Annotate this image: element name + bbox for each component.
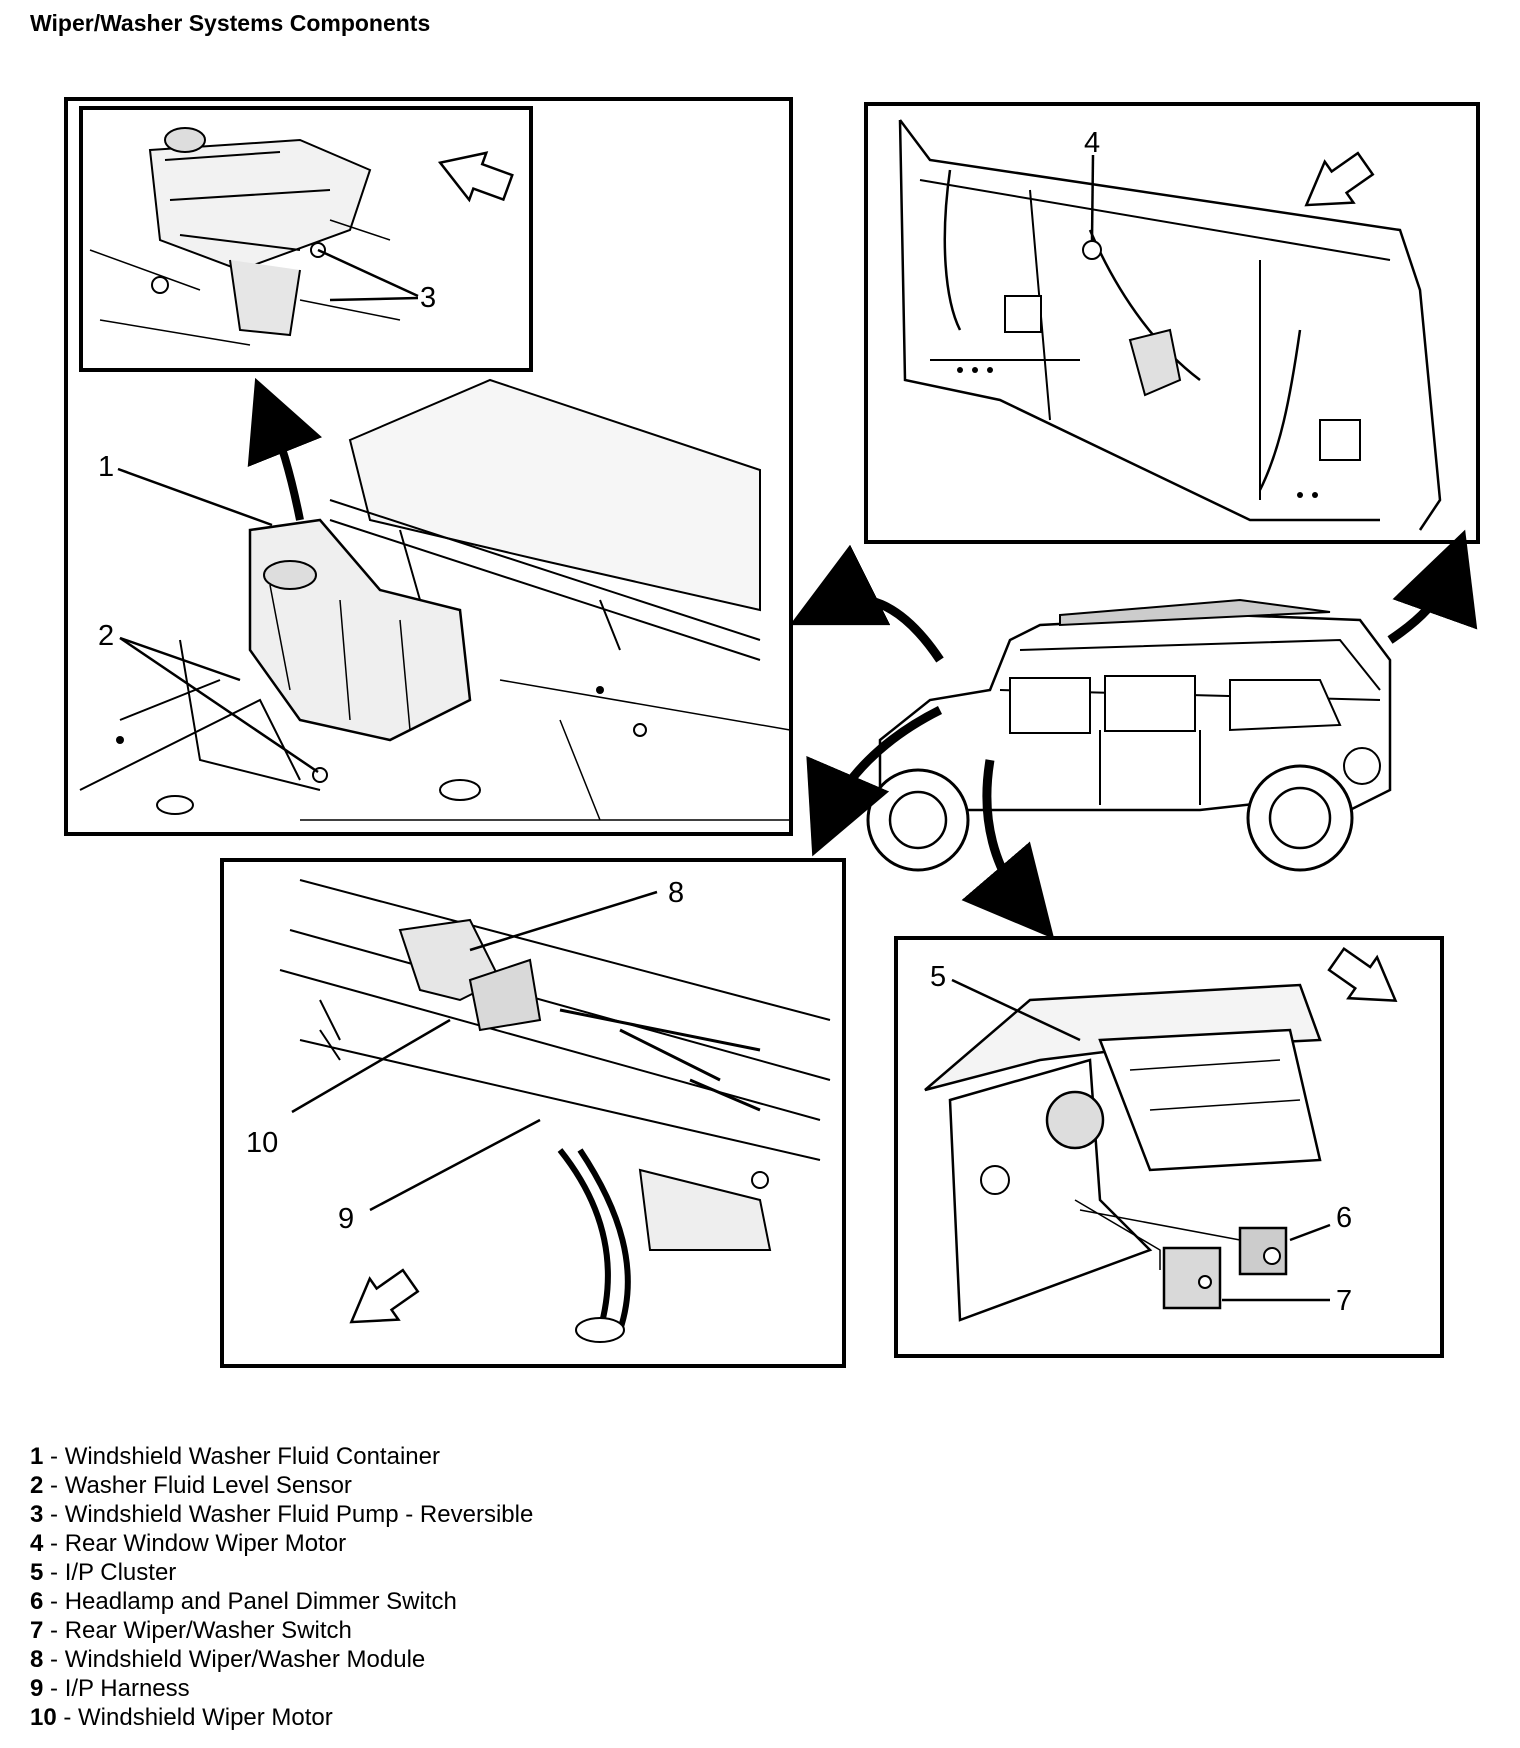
rear-gate-view	[864, 102, 1480, 544]
legend-item: 6 - Headlamp and Panel Dimmer Switch	[30, 1588, 457, 1615]
direction-arrow-icon	[1304, 151, 1375, 207]
components-illustration: 1 2 3 4 5 6 7 8 9 10	[64, 97, 1480, 1368]
callout-5: 5	[930, 961, 946, 993]
callout-2: 2	[98, 620, 114, 652]
legend-item: 3 - Windshield Washer Fluid Pump - Rever…	[30, 1501, 534, 1528]
pump-detail-inset	[79, 106, 533, 372]
legend-item: 5 - I/P Cluster	[30, 1559, 177, 1586]
callout-7: 7	[1336, 1285, 1352, 1317]
instrument-panel-view	[894, 936, 1444, 1358]
wheel	[1246, 764, 1354, 872]
legend-item: 10 - Windshield Wiper Motor	[30, 1704, 333, 1731]
callout-9: 9	[338, 1203, 354, 1235]
legend-item: 4 - Rear Window Wiper Motor	[30, 1530, 347, 1557]
callout-8: 8	[668, 877, 684, 909]
diagram-title: Wiper/Washer Systems Components	[30, 10, 431, 36]
legend-item: 1 - Windshield Washer Fluid Container	[30, 1443, 440, 1470]
wiper-module-view	[220, 858, 846, 1368]
washer-container-view	[64, 97, 793, 836]
direction-arrow-icon	[437, 151, 514, 203]
callout-3: 3	[420, 282, 436, 314]
callout-4: 4	[1084, 127, 1100, 159]
legend-item: 8 - Windshield Wiper/Washer Module	[30, 1646, 426, 1673]
callout-6: 6	[1336, 1202, 1352, 1234]
legend-item: 7 - Rear Wiper/Washer Switch	[30, 1617, 352, 1644]
legend-item: 2 - Washer Fluid Level Sensor	[30, 1472, 352, 1499]
direction-arrow-icon	[1327, 946, 1398, 1003]
direction-arrow-icon	[349, 1268, 420, 1324]
legend-item: 9 - I/P Harness	[30, 1675, 190, 1702]
wheel	[866, 768, 970, 872]
component-legend: 1 - Windshield Washer Fluid Container 2 …	[30, 1442, 533, 1732]
callout-1: 1	[98, 451, 114, 483]
vehicle-illustration	[789, 529, 1478, 940]
callout-10: 10	[246, 1127, 278, 1159]
